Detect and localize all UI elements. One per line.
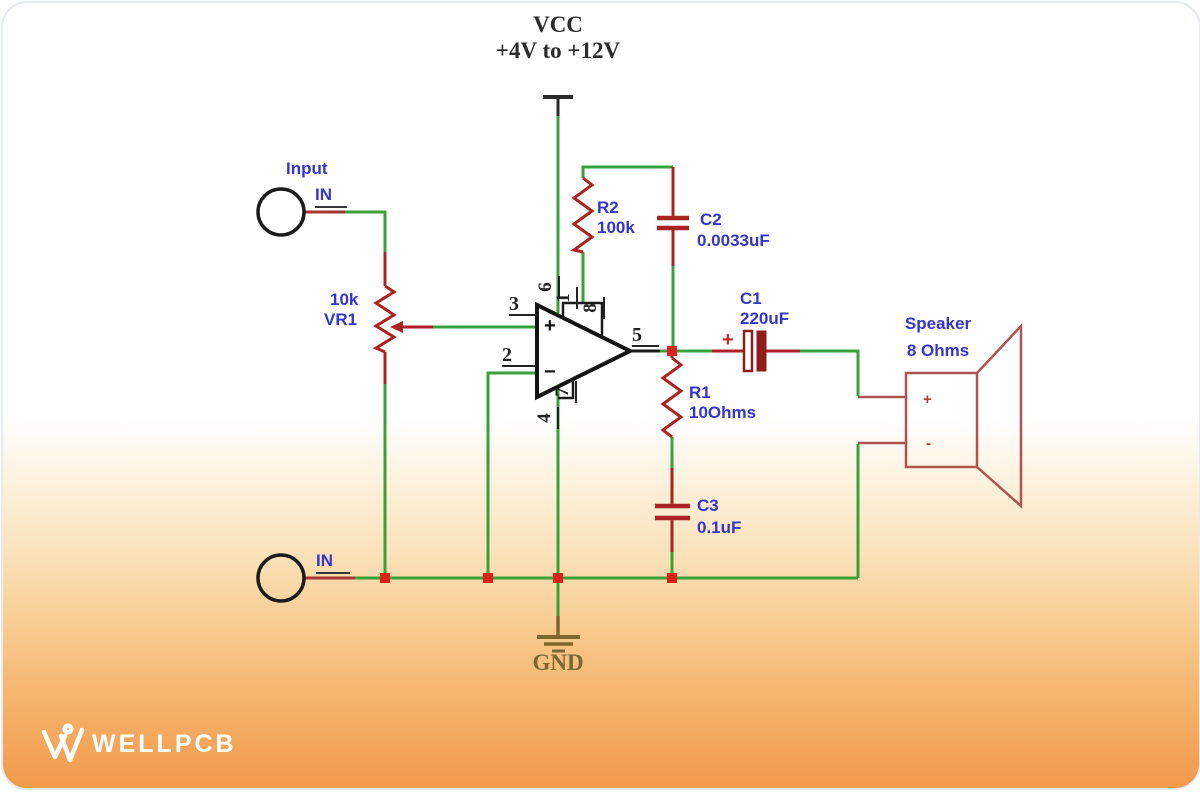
wellpcb-logo-text: WELLPCB: [92, 730, 237, 758]
opamp-pin8-label: 8: [580, 297, 605, 319]
junction-dots: [380, 346, 677, 583]
input-connector-top: [256, 187, 306, 237]
c3-value-label: 0.1uF: [697, 518, 742, 537]
input-connector-bottom: [256, 553, 306, 603]
opamp-pin7-label: 7: [552, 381, 577, 403]
c1-capacitor: [742, 329, 767, 373]
opamp-triangle: [535, 301, 635, 401]
input-pin-top-label: IN: [315, 185, 347, 208]
opamp-pin1-label: 1: [553, 287, 578, 309]
speaker-minus-sign: -: [926, 435, 931, 452]
opamp-pin3-label: 3: [509, 294, 537, 316]
c2-capacitor: [657, 215, 689, 231]
opamp-pin4-label: 4: [534, 407, 559, 429]
speaker-impedance-label: 8 Ohms: [906, 341, 970, 360]
opamp-noninverting-sign: +: [544, 315, 556, 337]
wellpcb-logo-icon: [41, 723, 85, 763]
c1-name-label: C1: [740, 289, 762, 308]
r2-name-label: R2: [597, 198, 619, 217]
vcc-power-symbol: [543, 95, 573, 116]
c3-capacitor: [655, 503, 690, 521]
opamp-pin5-label: 5: [632, 325, 659, 347]
r1-name-label: R1: [689, 383, 711, 402]
r1-resistor: [660, 356, 684, 439]
opamp-inverting-sign: −: [544, 361, 556, 383]
vr1-value-label: 10k: [330, 290, 359, 309]
r2-resistor: [570, 176, 595, 254]
opamp-pin-leads: [558, 301, 660, 400]
c3-name-label: C3: [697, 496, 719, 515]
input-title-label: Input: [286, 159, 328, 178]
speaker-symbol: [858, 322, 1023, 509]
c1-value-label: 220uF: [740, 309, 790, 328]
speaker-name-label: Speaker: [904, 314, 972, 333]
c2-name-label: C2: [700, 210, 722, 229]
speaker-plus-sign: +: [923, 391, 932, 408]
ground-symbol: [537, 616, 580, 653]
gnd-label: GND: [532, 650, 584, 675]
wires-green: [345, 115, 860, 618]
opamp-pin2-label: 2: [502, 345, 536, 367]
input-pin-bottom-label: IN: [316, 551, 350, 574]
c1-polarity-sign: +: [722, 329, 734, 351]
c2-value-label: 0.0033uF: [697, 231, 770, 250]
component-leads: [383, 167, 800, 552]
vr1-name-label: VR1: [324, 310, 358, 329]
vcc-label: VCC: [533, 12, 583, 37]
vcc-range-label: +4V to +12V: [495, 38, 621, 63]
r2-value-label: 100k: [597, 218, 635, 237]
r1-value-label: 10Ohms: [689, 403, 757, 422]
vr1-wiper-arrow: [390, 321, 403, 333]
vr1-potentiometer: [372, 284, 397, 354]
wires-red: [305, 210, 355, 580]
